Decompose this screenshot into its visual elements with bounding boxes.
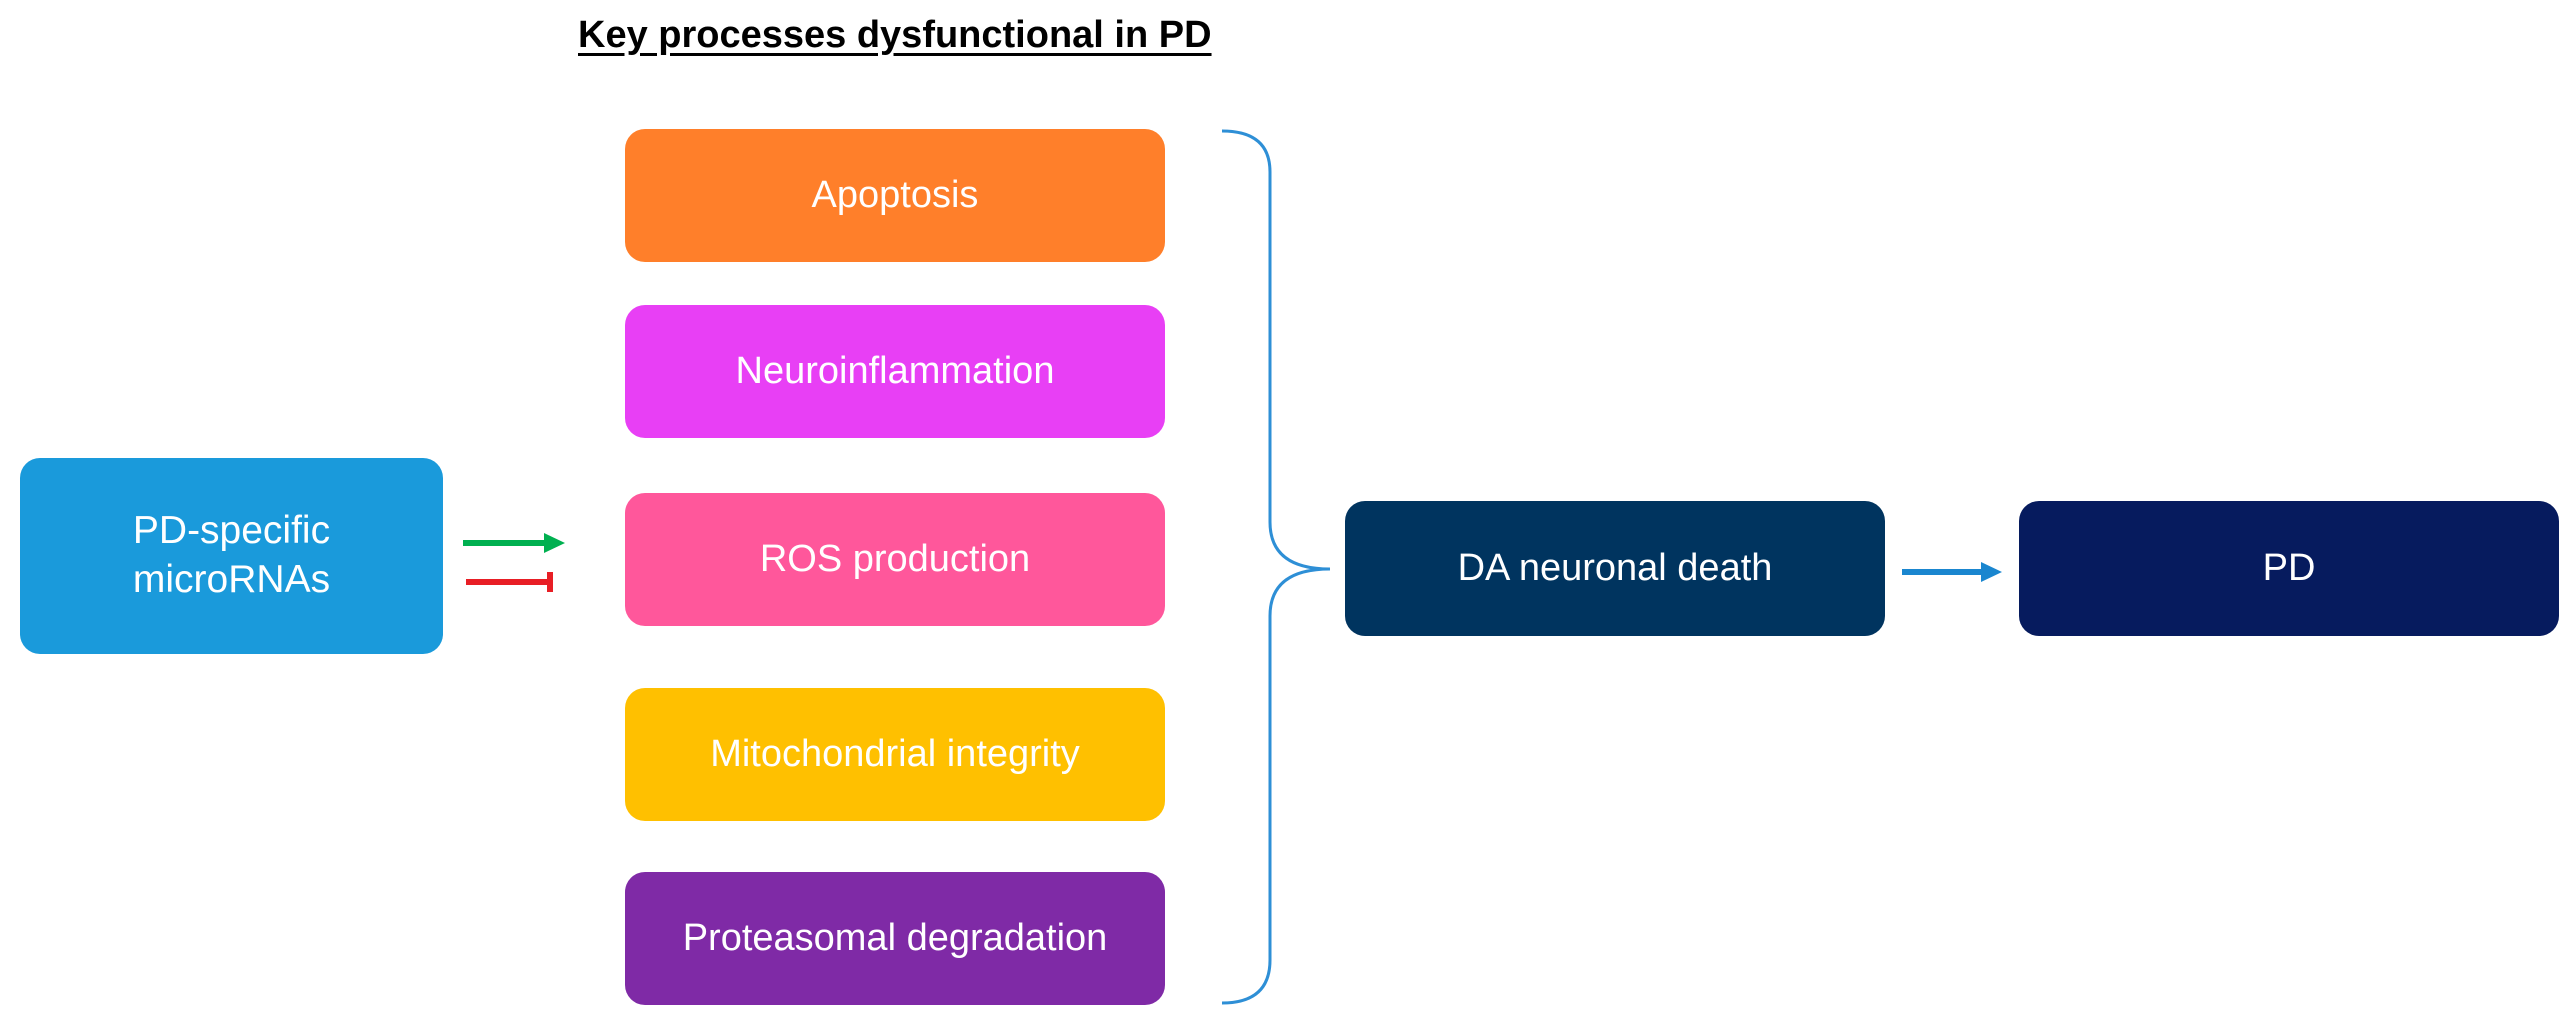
disease-label: PD [2262,546,2316,589]
grouping-brace [1221,129,1331,1005]
process-box-mitochondrial-integrity: Mitochondrial integrity [625,688,1165,821]
diagram-title: Key processes dysfunctional in PD [578,14,1212,56]
process-label: Mitochondrial integrity [710,732,1080,775]
process-label: Proteasomal degradation [682,916,1108,959]
source-label-line1: PD-specific [132,509,331,553]
outcome-label: DA neuronal death [1457,546,1773,589]
process-label: Neuroinflammation [735,349,1055,392]
process-label: ROS production [759,537,1031,580]
disease-box-pd: PD [2019,501,2559,636]
process-label: Apoptosis [811,173,979,216]
process-box-ros-production: ROS production [625,493,1165,626]
process-box-neuroinflammation: Neuroinflammation [625,305,1165,438]
source-label-line2: microRNAs [132,558,331,601]
process-box-proteasomal-degradation: Proteasomal degradation [625,872,1165,1005]
outcome-box-da-neuronal-death: DA neuronal death [1345,501,1885,636]
source-box-pd-specific-micrornas: PD-specific microRNAs [20,458,443,654]
activation-arrow-head [544,533,565,553]
source-box-label: PD-specific microRNAs [133,507,330,605]
process-box-apoptosis: Apoptosis [625,129,1165,262]
outcome-arrow-head [1981,562,2002,582]
